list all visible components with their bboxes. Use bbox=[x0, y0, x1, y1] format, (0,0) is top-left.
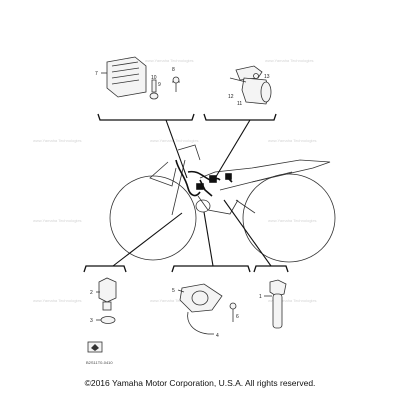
callout-number: 4 bbox=[216, 333, 219, 339]
sensor-core bbox=[191, 290, 209, 306]
bolt bbox=[151, 79, 157, 93]
callout-number: 6 bbox=[236, 314, 239, 320]
bracket-top-right bbox=[203, 113, 277, 121]
leader-lines bbox=[112, 119, 272, 267]
watermark: www.Yamaha Technologies bbox=[268, 138, 317, 143]
drawing-code: B2S11T0-0410 bbox=[86, 360, 113, 365]
callout-number: 11 bbox=[237, 101, 242, 107]
cap-body bbox=[272, 293, 283, 329]
switch-body bbox=[98, 277, 117, 303]
watermark: www.Yamaha Technologies bbox=[33, 138, 82, 143]
leader-line bbox=[177, 289, 185, 293]
gasket bbox=[100, 316, 116, 324]
callout-number: 2 bbox=[90, 290, 93, 296]
bracket-bottom-left bbox=[83, 265, 127, 273]
handlebar bbox=[177, 144, 201, 161]
cdi-fins bbox=[111, 61, 140, 85]
main-harness bbox=[175, 159, 201, 197]
spark-plug-cap bbox=[264, 279, 287, 329]
motorcycle-outline bbox=[109, 144, 336, 263]
connector bbox=[225, 173, 232, 180]
leader-line bbox=[112, 212, 183, 267]
watermark: www.Yamaha Technologies bbox=[150, 298, 199, 303]
screw bbox=[253, 73, 259, 79]
callout-number: 13 bbox=[264, 74, 270, 80]
watermark: www.Yamaha Technologies bbox=[268, 298, 317, 303]
bolt-head bbox=[229, 302, 237, 310]
callout-number: 1 bbox=[259, 294, 262, 300]
crank-sensor bbox=[177, 283, 237, 335]
callout-number: 7 bbox=[95, 71, 98, 77]
bracket-bottom-right bbox=[253, 265, 289, 273]
sensor-lead bbox=[187, 311, 209, 335]
callout-number: 9 bbox=[158, 82, 161, 88]
callout-number: 5 bbox=[172, 288, 175, 294]
connector bbox=[196, 183, 204, 190]
coil-end bbox=[260, 81, 272, 103]
sprocket bbox=[195, 199, 211, 213]
leader-line bbox=[213, 119, 251, 181]
leader-line bbox=[223, 199, 272, 267]
watermark: www.Yamaha Technologies bbox=[33, 298, 82, 303]
front-fender bbox=[149, 161, 177, 187]
leader-line bbox=[203, 211, 214, 267]
bracket-top-left bbox=[97, 113, 195, 121]
watermark: www.Yamaha Technologies bbox=[33, 218, 82, 223]
watermark: www.Yamaha Technologies bbox=[150, 138, 199, 143]
copyright-notice: ©2016 Yamaha Motor Corporation, U.S.A. A… bbox=[84, 378, 316, 388]
callout-number: 12 bbox=[228, 94, 234, 100]
cap-head bbox=[269, 279, 287, 297]
watermark: www.Yamaha Technologies bbox=[145, 58, 194, 63]
reference-symbol bbox=[87, 341, 103, 353]
wiring-harness bbox=[175, 159, 233, 197]
front-fork bbox=[171, 159, 186, 216]
switch-thread bbox=[102, 301, 112, 311]
ignition-coil bbox=[229, 65, 272, 105]
neutral-switch bbox=[96, 277, 117, 324]
bolt-head bbox=[172, 76, 180, 84]
cdi-unit bbox=[101, 56, 180, 100]
seat-and-rear-fender bbox=[199, 159, 331, 191]
callout-number: 10 bbox=[151, 75, 157, 81]
rear-wheel bbox=[242, 173, 336, 263]
watermark: www.Yamaha Technologies bbox=[265, 58, 314, 63]
subframe bbox=[251, 171, 293, 183]
collar bbox=[149, 92, 159, 100]
engine-case bbox=[197, 195, 239, 215]
watermarks: www.Yamaha Technologies www.Yamaha Techn… bbox=[33, 58, 317, 303]
cdi-body bbox=[106, 56, 147, 98]
callout-number: 3 bbox=[90, 318, 93, 324]
bracket-bottom-middle bbox=[171, 265, 251, 273]
front-wheel bbox=[109, 175, 197, 261]
watermark: www.Yamaha Technologies bbox=[268, 218, 317, 223]
connector bbox=[209, 175, 217, 183]
leader-line bbox=[165, 119, 188, 179]
coil-lead bbox=[229, 77, 247, 83]
callout-number: 8 bbox=[172, 67, 175, 73]
group-brackets bbox=[83, 113, 289, 273]
swingarm bbox=[235, 199, 256, 214]
